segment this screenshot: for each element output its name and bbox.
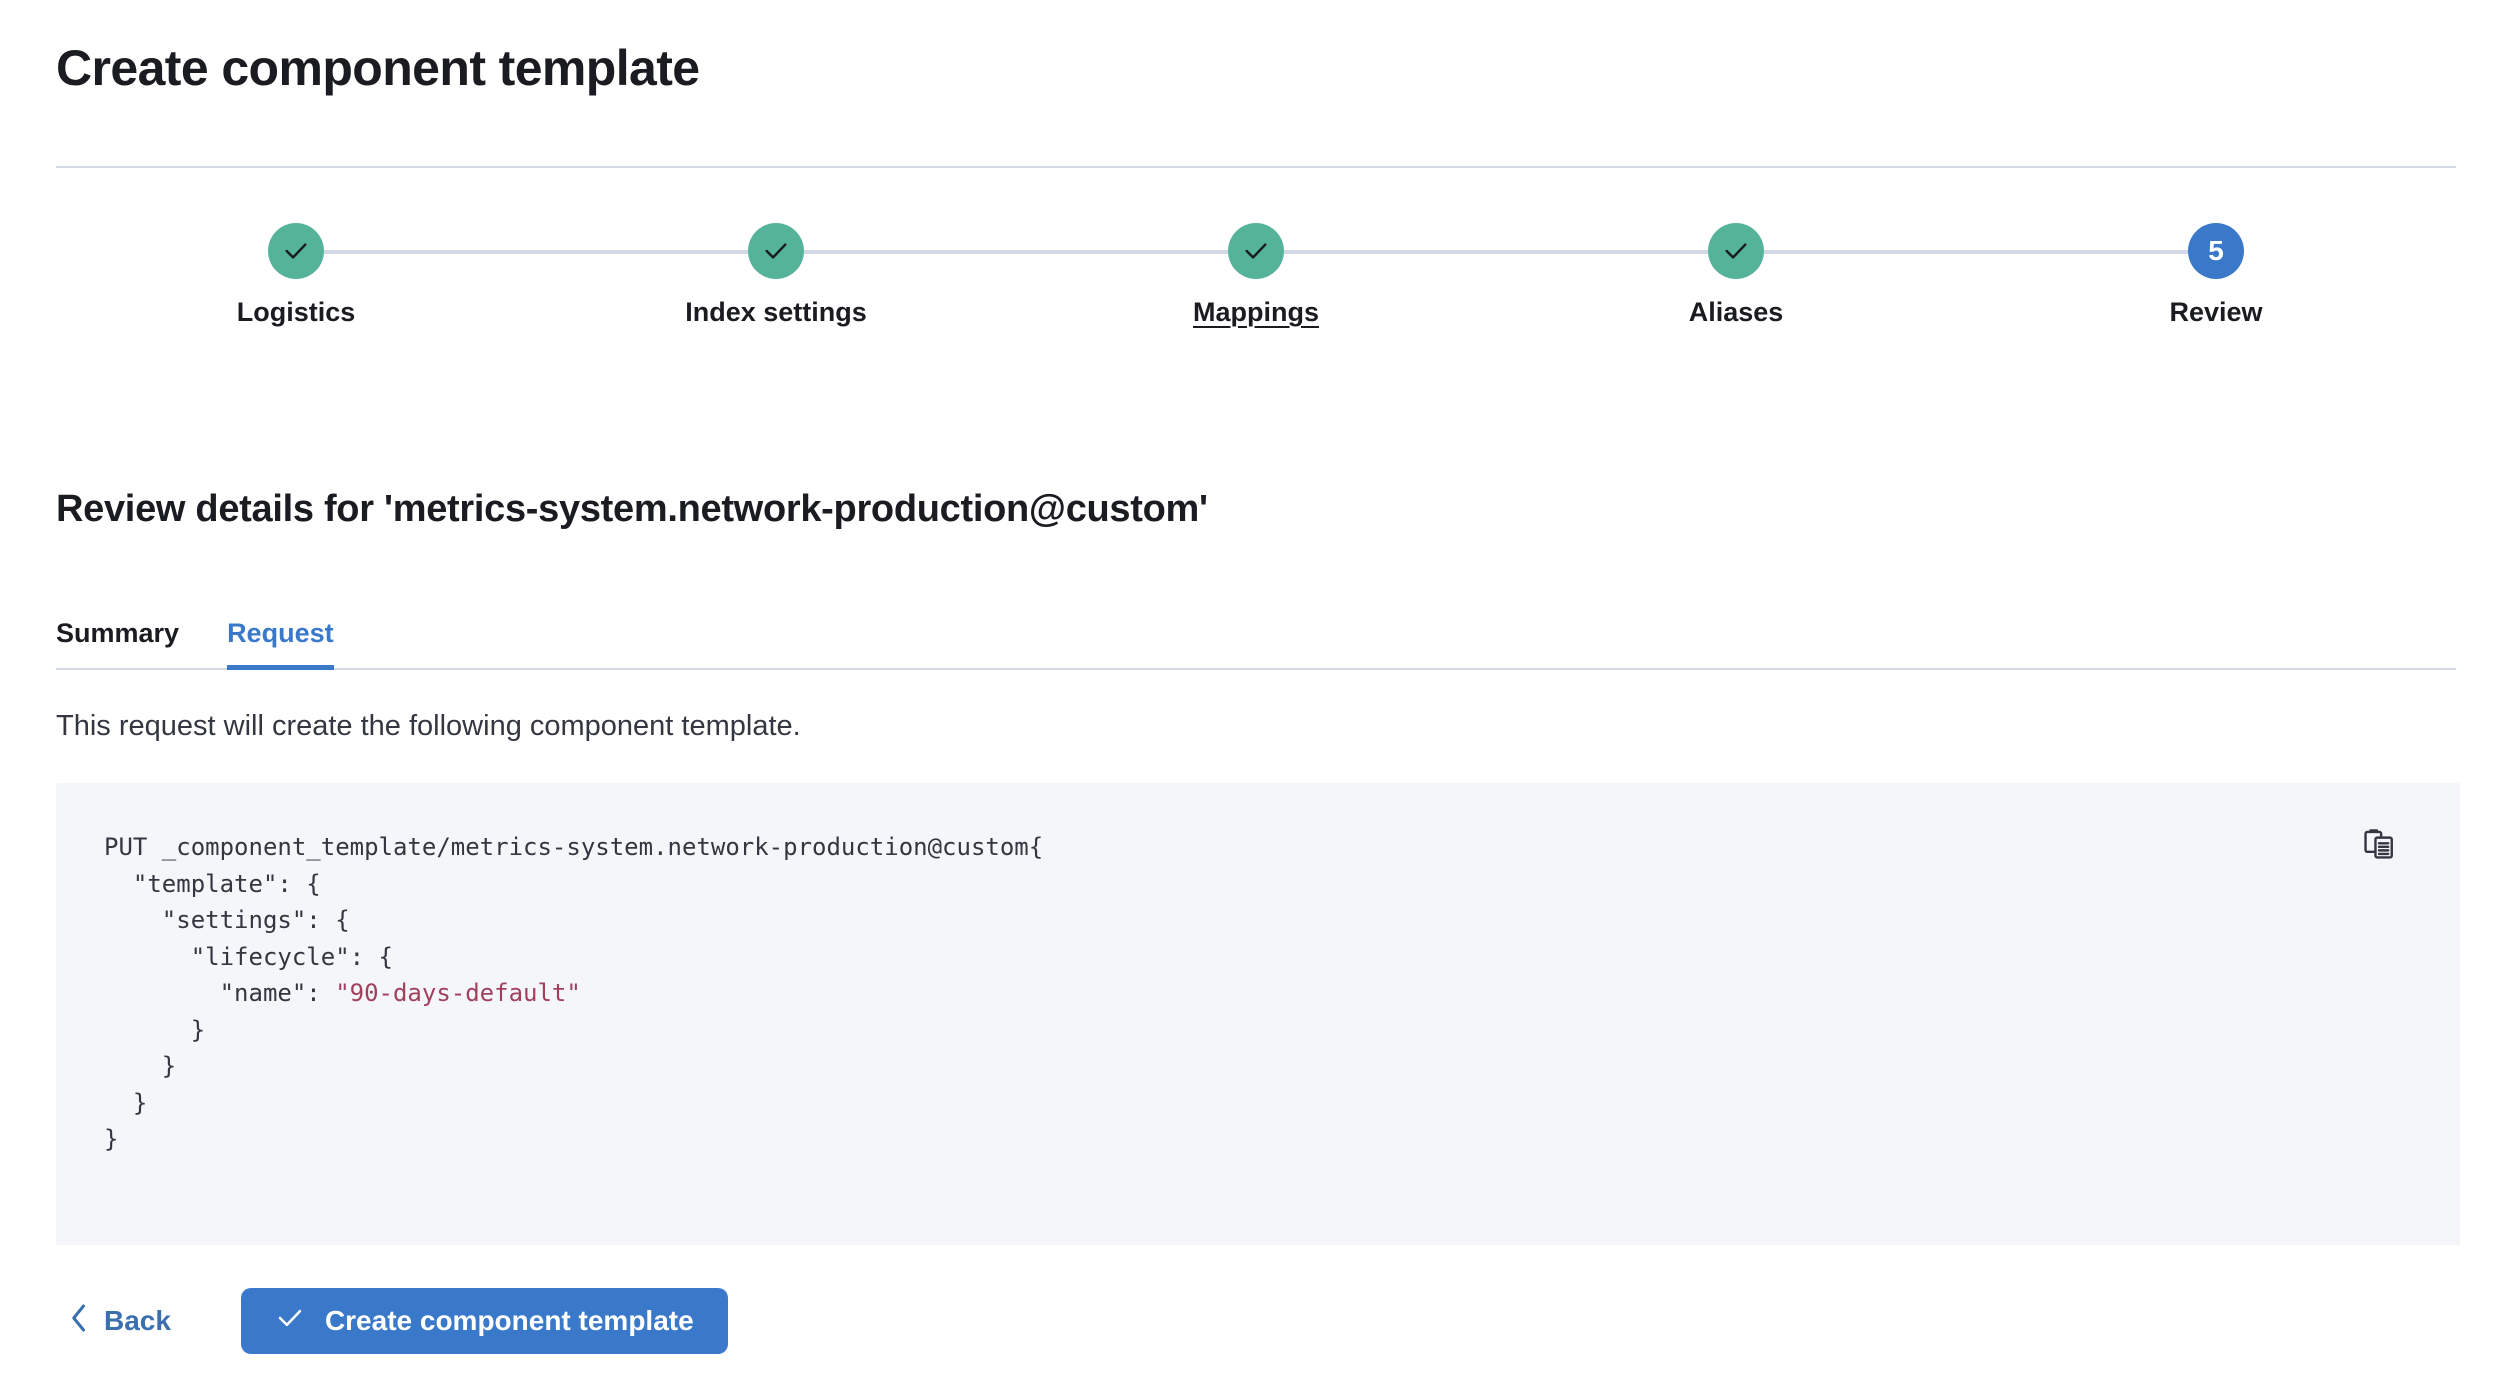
stepper-step-mappings[interactable]: Mappings bbox=[1016, 222, 1736, 328]
stepper-connector bbox=[1736, 249, 2216, 254]
stepper-circle-complete[interactable] bbox=[268, 222, 324, 279]
stepper-connector bbox=[1256, 249, 1736, 254]
stepper-number: 5 bbox=[2208, 234, 2224, 266]
code-string-value: "90-days-default" bbox=[335, 979, 581, 1007]
wizard-footer: Back Create component template bbox=[56, 1288, 728, 1354]
create-component-template-button[interactable]: Create component template bbox=[240, 1288, 728, 1354]
check-icon bbox=[765, 242, 787, 259]
stepper-circle-complete[interactable] bbox=[1708, 222, 1764, 279]
request-code-block: PUT _component_template/metrics-system.n… bbox=[56, 783, 2460, 1245]
back-button[interactable]: Back bbox=[56, 1293, 183, 1350]
code-method-line: PUT _component_template/metrics-system.n… bbox=[104, 833, 1029, 861]
stepper-label[interactable]: Logistics bbox=[236, 296, 356, 327]
stepper-circle-current[interactable]: 5 bbox=[2188, 222, 2244, 279]
back-button-label: Back bbox=[104, 1305, 171, 1336]
code-body-after: } } } } bbox=[104, 1015, 206, 1154]
request-description: This request will create the following c… bbox=[56, 710, 801, 742]
stepper-step-aliases[interactable]: Aliases bbox=[1496, 222, 2216, 328]
request-code-text: PUT _component_template/metrics-system.n… bbox=[104, 829, 1043, 1158]
check-icon bbox=[275, 1303, 305, 1340]
stepper-label[interactable]: Mappings bbox=[1193, 296, 1319, 327]
stepper-connector bbox=[296, 249, 776, 254]
stepper-label[interactable]: Review bbox=[2169, 296, 2263, 327]
review-heading: Review details for 'metrics-system.netwo… bbox=[56, 488, 1208, 530]
check-icon bbox=[285, 242, 307, 259]
stepper-connector bbox=[776, 249, 1256, 254]
page-title: Create component template bbox=[56, 40, 700, 96]
stepper-step-index-settings[interactable]: Index settings bbox=[536, 222, 1256, 328]
title-divider bbox=[56, 166, 2456, 168]
chevron-left-icon bbox=[68, 1303, 90, 1340]
stepper-label[interactable]: Index settings bbox=[685, 296, 867, 327]
review-tabs: Summary Request bbox=[56, 598, 2456, 670]
code-body-before: { "template": { "settings": { "lifecycle… bbox=[132, 833, 1044, 1007]
stepper-step-logistics[interactable]: Logistics bbox=[56, 222, 776, 328]
copy-icon[interactable] bbox=[2356, 821, 2402, 867]
tab-request[interactable]: Request bbox=[227, 598, 354, 670]
stepper-circle-complete[interactable] bbox=[1228, 222, 1284, 279]
create-component-template-button-label: Create component template bbox=[324, 1305, 694, 1336]
stepper-label[interactable]: Aliases bbox=[1688, 296, 1784, 327]
check-icon bbox=[1245, 242, 1267, 259]
check-icon bbox=[1725, 242, 1747, 259]
tab-summary[interactable]: Summary bbox=[56, 598, 199, 668]
stepper-circle-complete[interactable] bbox=[748, 222, 804, 279]
